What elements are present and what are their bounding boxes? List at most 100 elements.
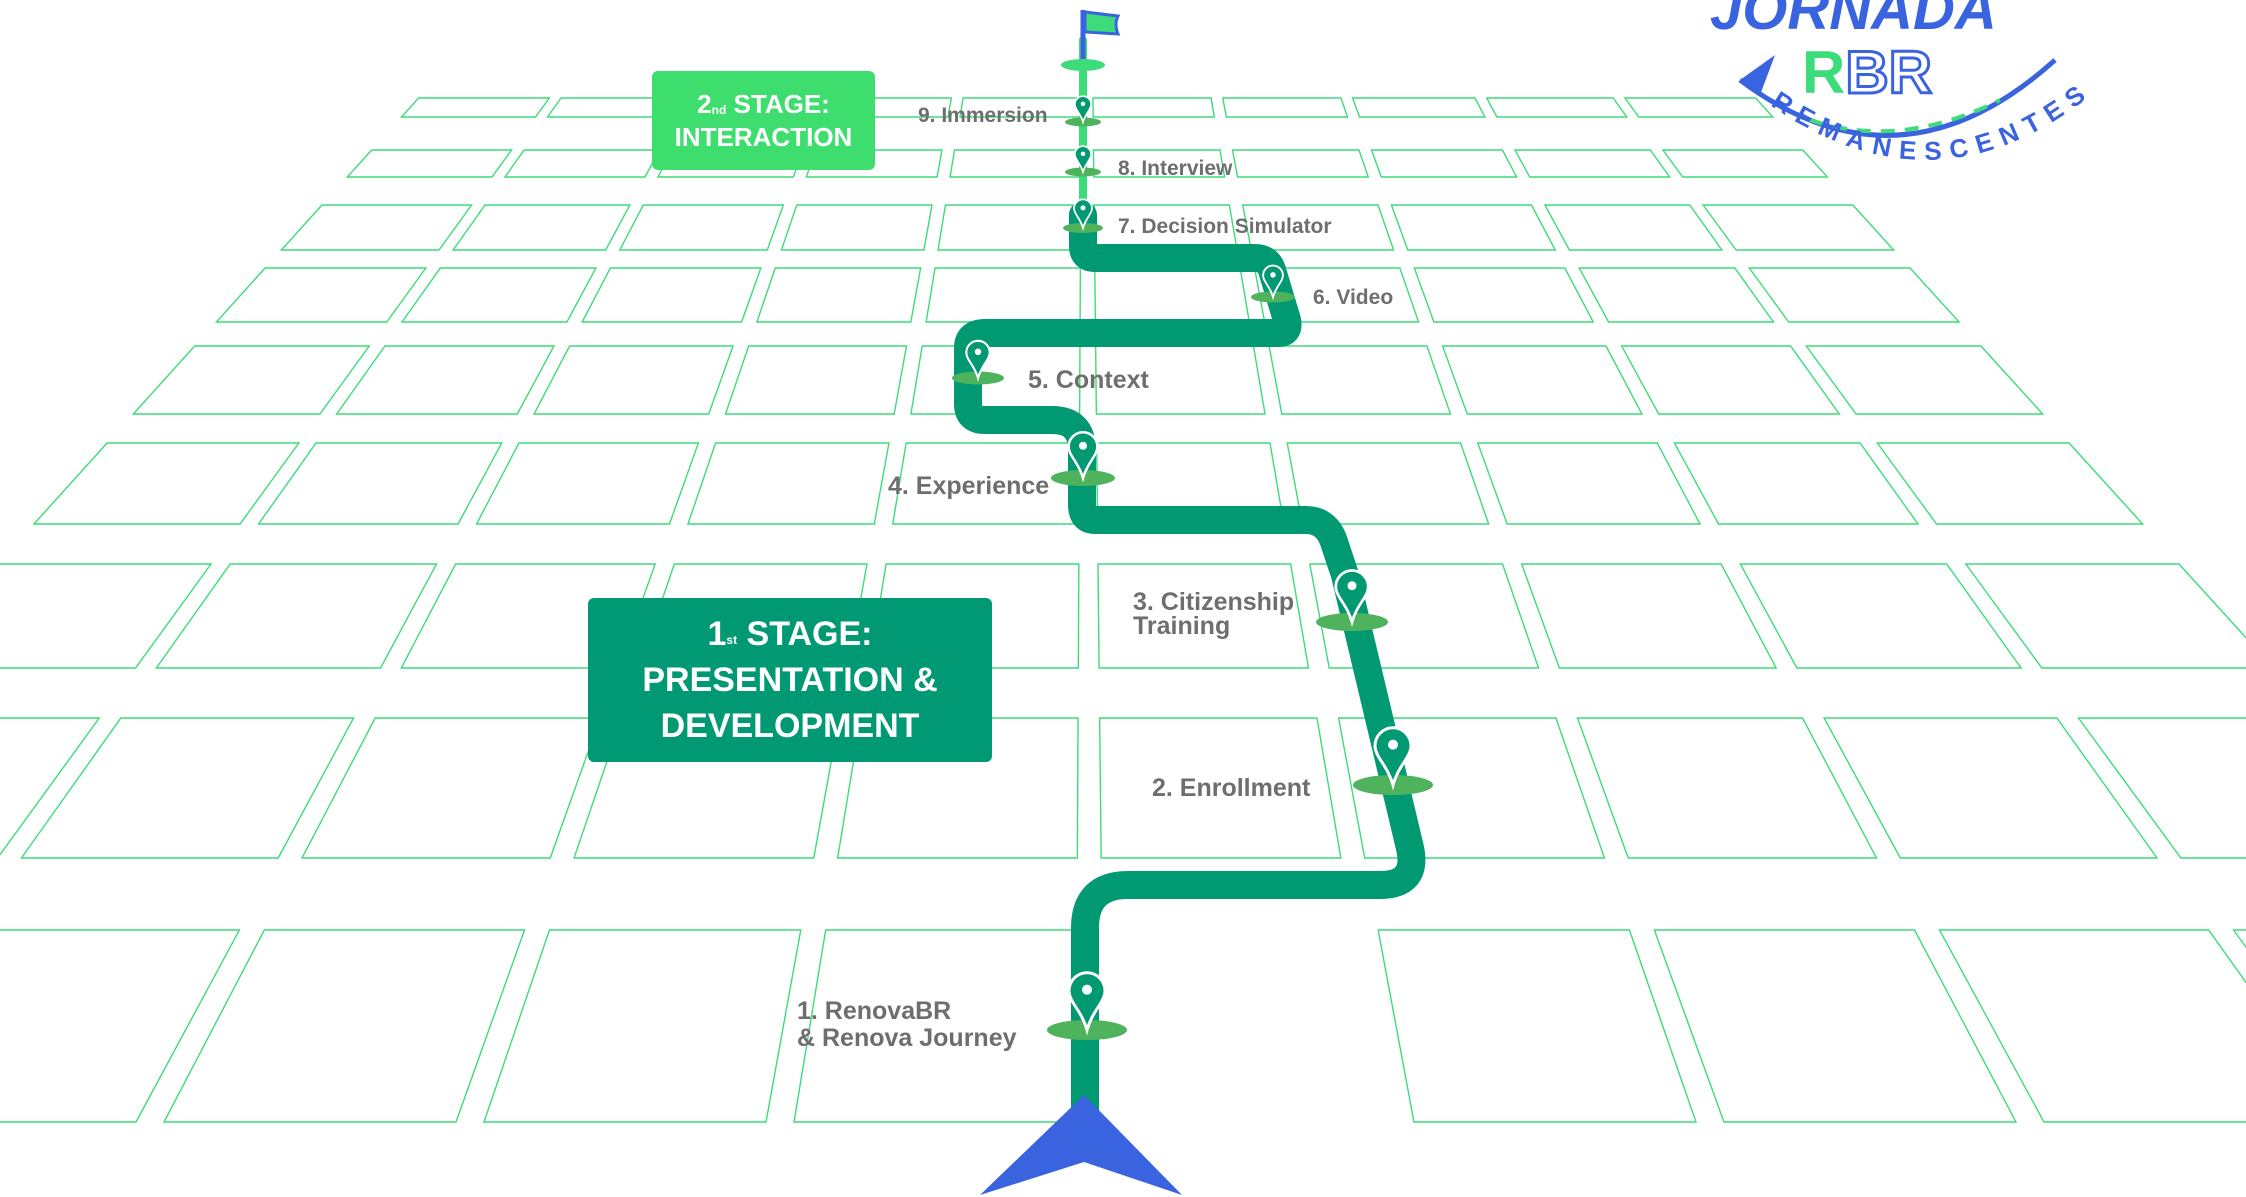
logo-word-top: JORNADA (1710, 0, 1997, 42)
logo-graphic: REMANESCENTES (1738, 55, 2089, 166)
step-label-1: 1. RenovaBR& Renova Journey (797, 997, 1017, 1052)
grid-cell (1221, 97, 1349, 118)
grid-cell (1701, 204, 1896, 251)
grid-cell (1098, 717, 1342, 859)
flag-icon (1061, 10, 1121, 71)
grid-cell (0, 563, 213, 669)
grid-cell (451, 204, 632, 251)
grid-cell (1268, 345, 1452, 415)
grid-cell (618, 204, 785, 251)
grid-cell (1485, 97, 1629, 118)
grid-cell (1964, 563, 2246, 669)
grid-cell (1370, 149, 1518, 178)
grid-cell (20, 717, 355, 859)
step-label-7: 7. Decision Simulator (1118, 215, 1332, 238)
grid-cell (1653, 929, 2018, 1123)
journey-path-main (954, 201, 1426, 1139)
stage-2-box: 2nd STAGE: INTERACTION (652, 71, 875, 170)
start-arrow-icon (980, 1095, 1182, 1195)
grid-cell (1337, 717, 1606, 859)
stage-1-line-1: PRESENTATION & (642, 661, 938, 699)
grid-cell (1543, 204, 1724, 251)
map-pin-icon (1065, 145, 1101, 177)
grid-cell (1231, 149, 1370, 178)
grid-cell (1377, 929, 1697, 1123)
grid-cell (257, 442, 503, 525)
grid-cell (532, 345, 735, 415)
grid-cell (1620, 345, 1841, 415)
grid-cell (1308, 563, 1540, 669)
stage-1-line-2: DEVELOPMENT (660, 707, 920, 745)
stage-2-line-1: INTERACTION (674, 121, 853, 152)
grid-cell (162, 929, 526, 1123)
grid-cell (581, 267, 762, 323)
grid-cell (1576, 717, 1878, 859)
grid-cell (1661, 149, 1829, 178)
grid-cell (1623, 97, 1775, 118)
grid-cell (0, 929, 241, 1123)
grid-cell (1822, 717, 2159, 859)
grid-cell (755, 267, 922, 323)
grid-cell (214, 267, 428, 323)
map-pin-icon (1047, 971, 1127, 1040)
grid-cell (1413, 267, 1595, 323)
step-label-2: 2. Enrollment (1152, 774, 1311, 802)
step-label-6: 6. Video (1313, 286, 1394, 309)
grid-cell (724, 345, 908, 415)
grid-cell (0, 717, 101, 856)
grid-cell (1286, 442, 1490, 525)
map-pin-icon (1316, 569, 1388, 631)
grid-cell (1513, 149, 1672, 178)
step-label-8: 8. Interview (1118, 157, 1233, 180)
grid-cell (1938, 929, 2246, 1123)
stage-2-title: 2nd STAGE: (697, 88, 830, 119)
step-label-5: 5. Context (1028, 366, 1149, 394)
grid-cell (780, 204, 933, 251)
map-pin-icon (1051, 431, 1115, 486)
grid-cell (131, 345, 371, 415)
grid-cell (335, 345, 556, 415)
map-pin-icon (1063, 198, 1103, 233)
grid-cell (400, 267, 598, 323)
grid-cell (1520, 563, 1778, 669)
grid-cell (154, 563, 438, 669)
grid-cell (836, 717, 1079, 859)
grid-cell (1476, 442, 1702, 525)
step-markers (952, 95, 1433, 1040)
grid-cell (1390, 204, 1557, 251)
grid-cell (949, 149, 1082, 178)
grid-cell (1739, 563, 2023, 669)
grid-cell (345, 149, 513, 178)
grid-cell (475, 442, 700, 525)
grid-cell (925, 267, 1082, 323)
logo-word-mid: RBR (1802, 38, 1934, 108)
grid-cell (1097, 563, 1310, 669)
perspective-grid (0, 97, 2246, 1123)
map-pin-icon (1353, 726, 1433, 795)
map-pin-icon (952, 339, 1004, 385)
grid-cell (32, 442, 301, 525)
grid-cell (1804, 345, 2045, 415)
grid-cell (1092, 97, 1216, 118)
grid-cell (1747, 267, 1961, 323)
logo: REMANESCENTES JORNADA RBR (1700, 0, 2246, 200)
grid-cell (1094, 267, 1251, 323)
grid-cell (1092, 149, 1226, 178)
grid-cell (1351, 97, 1487, 118)
grid-cell (2232, 929, 2246, 949)
grid-cell (1241, 204, 1395, 251)
grid-cell (300, 717, 602, 859)
stage-1-title: 1st STAGE: (707, 615, 873, 653)
grid-cell (503, 149, 661, 178)
grid-cell (399, 97, 551, 118)
grid-cell (2077, 717, 2246, 859)
grid-cell (1578, 267, 1775, 323)
grid-cell (686, 442, 890, 525)
stage-1-box: 1st STAGE: PRESENTATION & DEVELOPMENT (588, 598, 992, 762)
grid-cell (483, 929, 802, 1123)
grid-cell (1253, 267, 1420, 323)
grid-cell (1441, 345, 1644, 415)
step-label-4: 4. Experience (888, 472, 1050, 500)
